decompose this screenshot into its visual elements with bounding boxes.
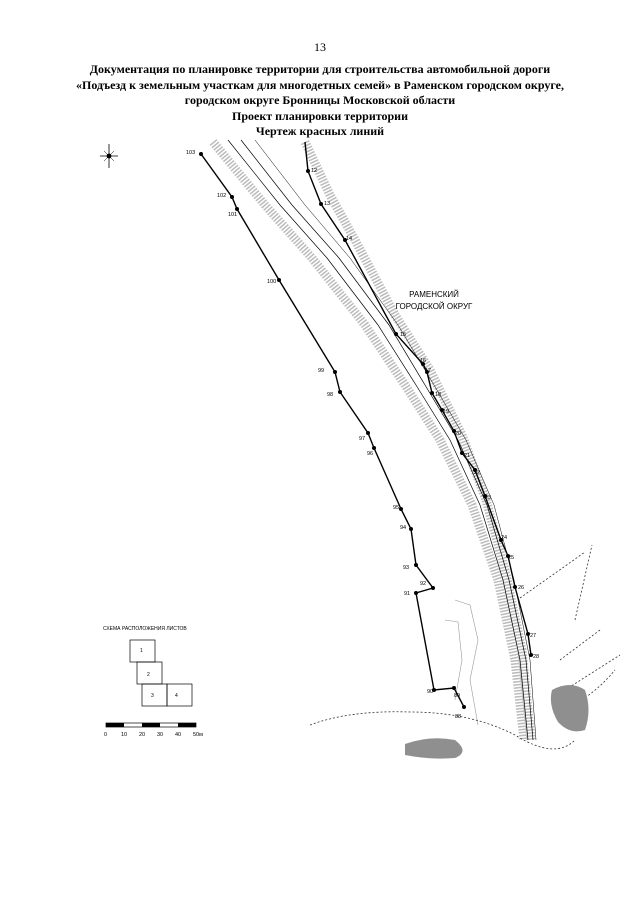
scale-tick: 50м (193, 732, 203, 738)
point-marker (338, 390, 342, 394)
point-label: 16 (420, 358, 426, 364)
point-label: 96 (367, 451, 373, 457)
point-marker (506, 554, 510, 558)
point-marker (430, 391, 434, 395)
sheet-number: 3 (151, 693, 154, 699)
point-marker (452, 686, 456, 690)
point-label: 26 (518, 585, 524, 591)
point-label: 100 (267, 279, 276, 285)
point-label: 24 (501, 535, 507, 541)
point-marker (366, 431, 370, 435)
point-marker (499, 538, 503, 542)
compass-rose-icon (100, 144, 118, 168)
point-label: 90 (427, 689, 433, 695)
point-marker (414, 563, 418, 567)
point-marker (460, 451, 464, 455)
point-marker (394, 332, 398, 336)
sheet-number: 1 (140, 648, 143, 654)
point-label: 103 (186, 150, 195, 156)
point-label: 98 (327, 392, 333, 398)
point-label: 22 (474, 470, 480, 476)
scale-bar: 0 10 20 30 40 50м (104, 722, 203, 738)
point-label: 21 (464, 453, 470, 459)
point-label: 13 (324, 201, 330, 207)
point-label: 91 (404, 591, 410, 597)
sheet-number: 4 (175, 693, 178, 699)
point-marker (414, 591, 418, 595)
point-marker (277, 278, 281, 282)
point-label: 25 (508, 555, 514, 561)
region-label-line2: ГОРОДСКОЙ ОКРУГ (396, 302, 473, 311)
water-area (550, 685, 589, 732)
point-label: 19 (443, 409, 449, 415)
point-marker (529, 653, 533, 657)
point-marker (483, 494, 487, 498)
point-marker (431, 586, 435, 590)
red-line-right (304, 141, 532, 656)
region-label-line1: РАМЕНСКИЙ (409, 290, 459, 299)
red-line-left (200, 153, 465, 708)
point-label: 93 (403, 565, 409, 571)
point-marker (421, 362, 425, 366)
sheet-scheme: СХЕМА РАСПОЛОЖЕНИЯ ЛИСТОВ 1 2 3 4 (103, 626, 193, 707)
point-label: 101 (228, 212, 237, 218)
point-label: 12 (311, 168, 317, 174)
point-marker (452, 429, 456, 433)
point-marker (235, 207, 239, 211)
point-label: 28 (533, 654, 539, 660)
point-marker (306, 169, 310, 173)
point-marker (526, 632, 530, 636)
point-label: 18 (435, 392, 441, 398)
point-marker (513, 585, 517, 589)
point-marker (432, 688, 436, 692)
left-line-points: 103 102 101 100 99 98 97 96 95 94 93 92 … (186, 150, 466, 720)
point-label: 15 (400, 332, 406, 338)
title-line-3: городском округе Бронницы Московской обл… (184, 93, 456, 107)
water-area (405, 738, 463, 759)
point-label: 20 (455, 431, 461, 437)
point-label: 89 (454, 693, 460, 699)
sheet-number: 2 (147, 672, 150, 678)
point-label: 88 (455, 714, 461, 720)
title-line-5: Чертеж красных линий (255, 124, 385, 138)
point-marker (462, 705, 466, 709)
point-label: 23 (485, 495, 491, 501)
point-marker (319, 202, 323, 206)
page-number: 13 (314, 40, 326, 54)
scale-tick: 0 (104, 732, 107, 738)
point-marker (409, 527, 413, 531)
point-label: 97 (359, 436, 365, 442)
point-label: 27 (530, 633, 536, 639)
point-marker (333, 370, 337, 374)
title-line-2: «Подъезд к земельным участкам для многод… (76, 77, 564, 92)
point-marker (199, 152, 203, 156)
point-marker (343, 238, 347, 242)
point-label: 14 (346, 236, 352, 242)
sheet-scheme-title: СХЕМА РАСПОЛОЖЕНИЯ ЛИСТОВ (103, 626, 187, 632)
point-label: 17 (425, 368, 431, 374)
right-line-points: 12 13 14 15 16 17 18 19 20 21 22 23 24 2… (306, 168, 539, 660)
scale-tick: 30 (157, 732, 163, 738)
title-line-4: Проект планировки территории (231, 108, 409, 123)
point-marker (372, 446, 376, 450)
point-label: 99 (318, 368, 324, 374)
document-title: Документация по планировке территории дл… (50, 62, 590, 140)
point-label: 95 (393, 505, 399, 511)
point-marker (440, 408, 444, 412)
point-marker (399, 507, 403, 511)
point-label: 102 (217, 193, 226, 199)
point-marker (473, 468, 477, 472)
title-line-1: Документация по планировке территории дл… (89, 62, 551, 76)
point-marker (425, 370, 429, 374)
scale-tick: 40 (175, 732, 181, 738)
point-label: 94 (400, 525, 406, 531)
road-corridor (209, 139, 537, 741)
scale-tick: 20 (139, 732, 145, 738)
point-label: 92 (420, 581, 426, 587)
scale-tick: 10 (121, 732, 127, 738)
point-marker (230, 195, 234, 199)
